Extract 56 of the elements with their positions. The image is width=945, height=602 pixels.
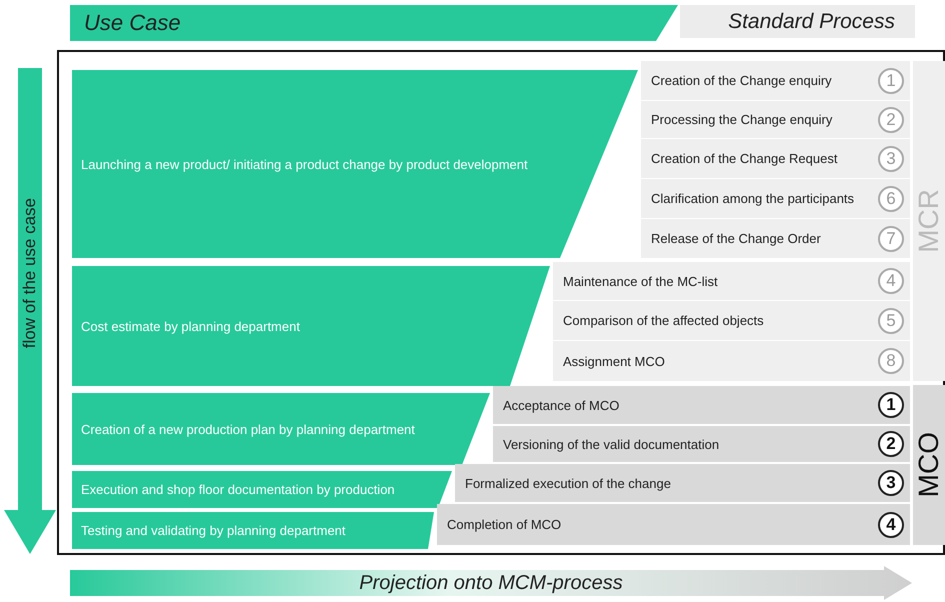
process-row	[641, 179, 910, 218]
use-case-label: Launching a new product/ initiating a product change by product development	[81, 156, 528, 172]
step-label: Creation of the Change enquiry	[651, 73, 833, 88]
step-label: Release of the Change Order	[651, 231, 822, 246]
use-case-label: Testing and validating by planning department	[81, 523, 346, 538]
use-case-label: Execution and shop floor documentation by production	[81, 482, 395, 497]
use-case-label: Cost estimate by planning department	[81, 318, 300, 334]
step-label: Acceptance of MCO	[503, 398, 620, 412]
step-number: 2	[878, 431, 904, 457]
use-case-band	[72, 512, 434, 549]
projection-arrow	[70, 566, 912, 600]
step-label: Creation of the Change Request	[651, 151, 838, 166]
step-label: Formalized execution of the change	[465, 476, 672, 490]
band-label: MCO	[913, 432, 945, 498]
step-label: Comparison of the affected objects	[563, 313, 765, 328]
step-number: 4	[878, 512, 904, 538]
step-label: Clarification among the participants	[651, 191, 856, 206]
step-number: 1	[878, 68, 904, 94]
step-number: 3	[878, 470, 904, 496]
step-number: 8	[878, 348, 904, 374]
step-label: Completion of MCO	[447, 517, 562, 532]
process-row	[455, 464, 910, 502]
step-label: Processing the Change enquiry	[651, 112, 834, 127]
process-band	[913, 61, 945, 381]
step-number: 7	[878, 226, 904, 252]
process-row	[553, 262, 910, 300]
process-row	[493, 386, 910, 424]
step-number: 3	[878, 146, 904, 172]
arrow-label: flow of the use case	[20, 198, 40, 348]
use-case-band	[72, 393, 490, 465]
use-case-band	[72, 266, 550, 386]
process-row	[437, 504, 910, 545]
process-band	[913, 385, 945, 545]
header-title: Use Case	[84, 10, 181, 36]
process-row	[641, 61, 910, 100]
process-row	[641, 139, 910, 178]
step-label: Versioning of the valid documentation	[503, 436, 720, 452]
step-number: 4	[878, 268, 904, 294]
step-label: Assignment MCO	[563, 354, 666, 368]
process-row	[641, 219, 910, 258]
flow-arrow	[4, 68, 56, 554]
step-number: 1	[878, 392, 904, 418]
process-row	[553, 301, 910, 340]
process-row	[553, 341, 910, 381]
use-case-label: Creation of a new production plan by planning department	[81, 422, 415, 436]
process-row	[493, 426, 910, 462]
header-title: Standard Process	[728, 10, 895, 34]
step-label: Maintenance of the MC-list	[563, 274, 719, 288]
process-row	[641, 101, 910, 138]
arrow-label: Projection onto MCM-process	[359, 572, 623, 594]
step-number: 5	[878, 308, 904, 334]
use-case-band	[72, 471, 452, 508]
step-number: 6	[878, 186, 904, 212]
header-band	[70, 5, 678, 41]
use-case-band	[72, 70, 638, 258]
step-number: 2	[878, 106, 904, 132]
